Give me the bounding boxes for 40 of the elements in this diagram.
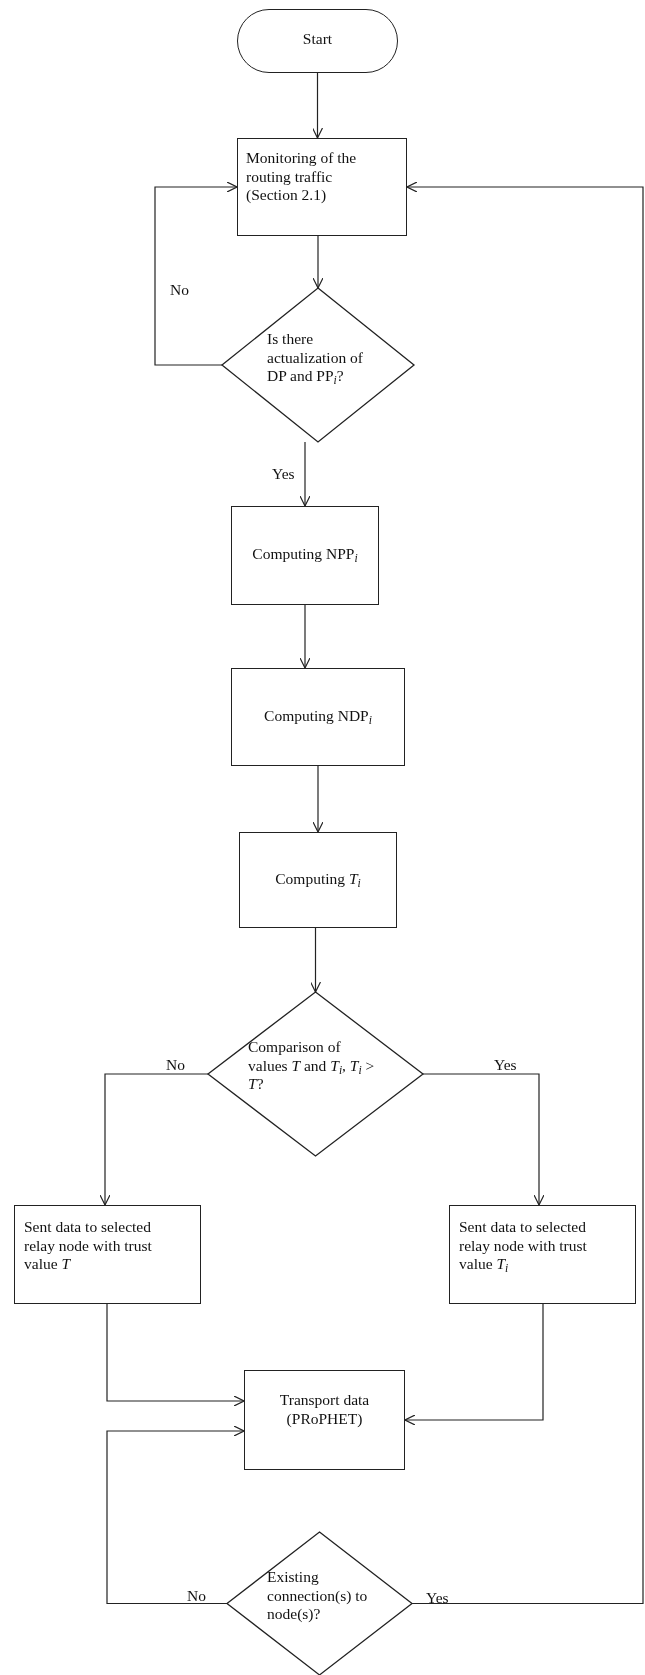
arrow [309, 927, 322, 993]
arrow [312, 235, 324, 289]
edge-label: Yes [494, 1057, 517, 1073]
decision-diamond [227, 1532, 412, 1675]
arrow [404, 1303, 544, 1426]
process-box [239, 832, 397, 928]
arrow [406, 181, 644, 1605]
process-box [14, 1205, 201, 1304]
node-text: Sent data to selected relay node with trust value T [24, 1218, 153, 1274]
process-box [231, 506, 379, 605]
node-text: Start [301, 30, 334, 49]
decision-diamond [208, 992, 423, 1156]
arrow [106, 1425, 245, 1605]
edge-label: No [166, 1057, 185, 1073]
edge-label: Yes [426, 1590, 449, 1606]
arrow [299, 441, 311, 507]
node-text: Computing NPP$_{i}$ [251, 545, 359, 564]
process-box [237, 138, 407, 236]
arrow [299, 604, 311, 669]
node-text: Existing connection(s) to node(s)? [267, 1568, 369, 1624]
edge-label: No [170, 282, 189, 298]
node-text: Transport data (PRoPHET) [278, 1391, 371, 1429]
arrow [312, 765, 324, 833]
arrow [106, 1303, 245, 1407]
node-text: Sent data to selected relay node with trust value T$_{i}$ [459, 1218, 588, 1274]
node-text: Is there actualization of DP and PP$_{i}$? [267, 330, 364, 386]
arrow [154, 181, 238, 366]
arrow [311, 72, 324, 139]
process-box [244, 1370, 405, 1470]
node-text: Monitoring of the routing traffic (Section 2.1) [246, 149, 358, 205]
process-box [231, 668, 405, 766]
node-text: Comparison of values T and T$_{i}$, T$_{i}$ > T? [248, 1038, 376, 1094]
edge-label: No [187, 1588, 206, 1604]
process-box [449, 1205, 636, 1304]
arrow [99, 1073, 209, 1206]
decision-diamond [222, 288, 414, 442]
arrow [422, 1073, 545, 1206]
edge-label: Yes [272, 466, 295, 482]
node-text: Computing T$_{i}$ [274, 870, 362, 889]
node-text: Computing NDP$_{i}$ [263, 707, 373, 726]
